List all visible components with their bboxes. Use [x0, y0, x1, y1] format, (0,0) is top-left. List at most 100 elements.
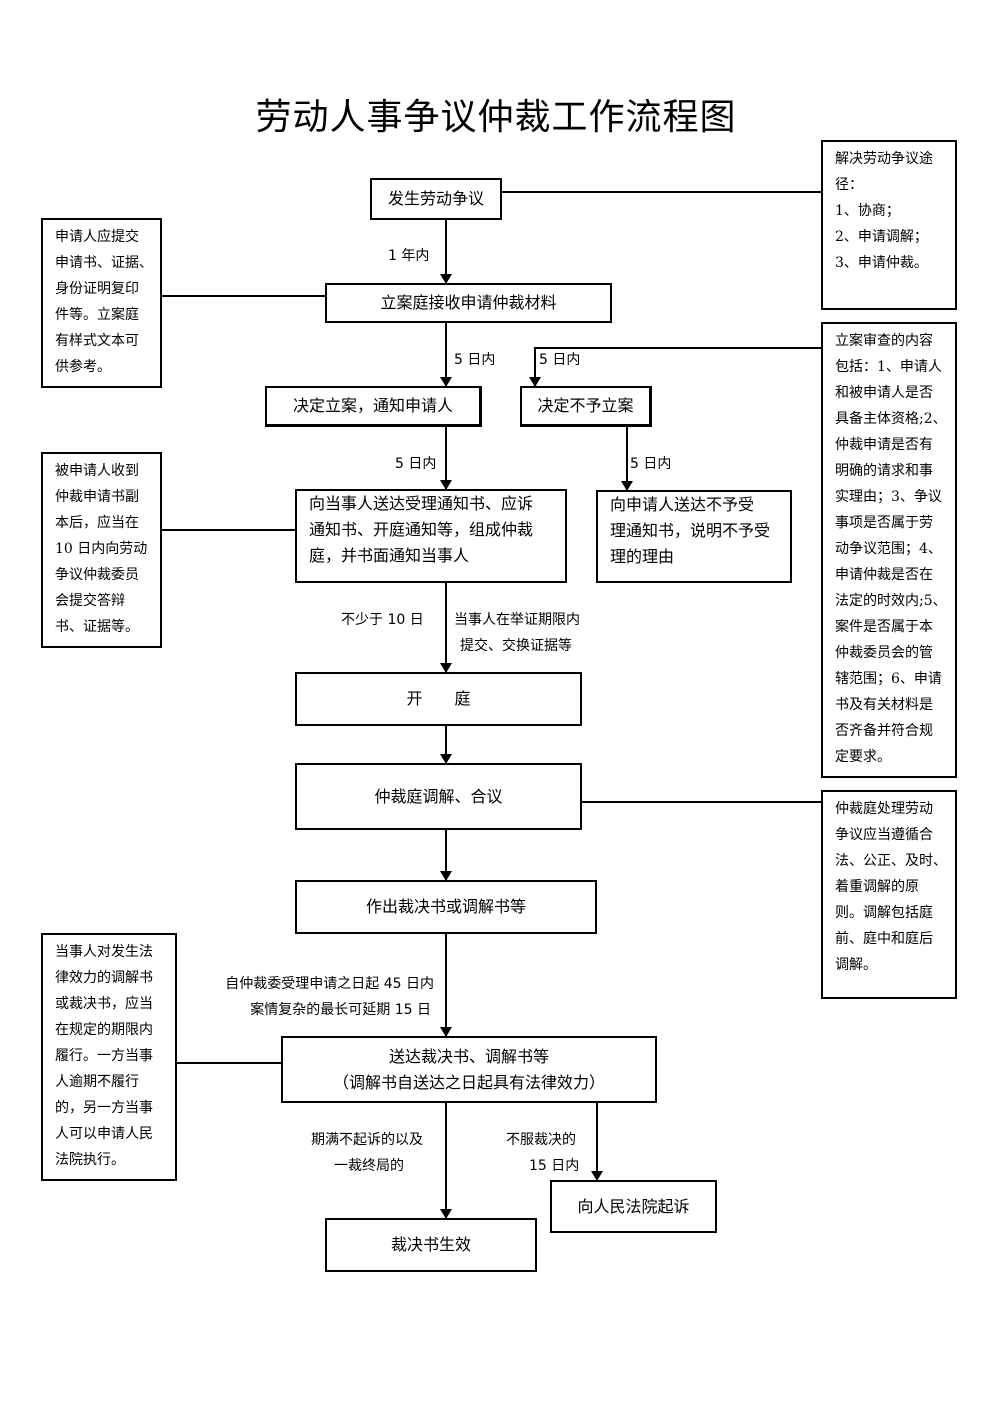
node-serve-line-2: 通知书、开庭通知等，组成仲裁 [309, 520, 534, 539]
node-effective-text: 裁决书生效 [390, 1235, 471, 1254]
note-line: 定要求。 [835, 749, 891, 765]
node-deliver-line-1: 送达裁决书、调解书等 [388, 1046, 549, 1066]
note-line: 动争议范围；4、 [835, 541, 942, 557]
note-line: 在规定的期限内 [55, 1022, 153, 1038]
note-line: 履行。一方当事 [55, 1048, 153, 1064]
node-award: 作出裁决书或调解书等 [295, 880, 597, 934]
label-five-days-notice: 5 日内 [630, 456, 672, 472]
note-filing-review: 立案审查的内容 包括：1、申请人 和被申请人是否 具备主体资格;2、 仲裁申请是… [821, 322, 957, 778]
node-effective: 裁决书生效 [325, 1218, 537, 1272]
note-line: 3、申请仲裁。 [835, 255, 928, 271]
note-line: 书、证据等。 [55, 619, 139, 635]
note-line: 法定的时效内;5、 [835, 593, 947, 609]
note-line: 本后，应当在 [55, 515, 139, 531]
node-reject-notice-line-1: 向申请人送达不予受 [610, 495, 755, 514]
label-disagree-line-1: 不服裁决的 [506, 1132, 576, 1148]
note-line: 有样式文本可 [55, 333, 139, 349]
node-accept: 决定立案，通知申请人 [265, 386, 482, 427]
note-line: 前、庭中和庭后 [835, 931, 933, 947]
note-line: 和被申请人是否 [835, 385, 933, 401]
note-line: 着重调解的原 [835, 879, 919, 895]
node-hearing: 开 庭 [295, 672, 582, 726]
label-no-suit-line-2: 一裁终局的 [334, 1158, 404, 1174]
label-deadline-line-2: 案情复杂的最长可延期 15 日 [250, 1002, 431, 1018]
note-line: 法、公正、及时、 [835, 853, 947, 869]
note-line: 径： [835, 177, 863, 193]
note-line: 案件是否属于本 [835, 619, 933, 635]
label-one-year: 1 年内 [388, 248, 430, 264]
node-reject-notice-line-3: 理的理由 [610, 547, 675, 566]
note-line: 申请仲裁是否在 [835, 567, 933, 583]
note-line: 争议应当遵循合 [835, 827, 933, 843]
note-performance: 当事人对发生法 律效力的调解书 或裁决书，应当 在规定的期限内 履行。一方当事 … [41, 933, 177, 1181]
note-line: 调解。 [835, 957, 877, 973]
note-tribunal-principles: 仲裁庭处理劳动 争议应当遵循合 法、公正、及时、 着重调解的原 则。调解包括庭 … [821, 790, 957, 999]
node-court: 向人民法院起诉 [550, 1180, 717, 1233]
node-serve-line-3: 庭，并书面通知当事人 [309, 546, 470, 565]
note-line: 会提交答辩 [55, 593, 125, 609]
note-line: 或裁决书，应当 [55, 996, 153, 1012]
note-line: 申请书、证据、 [55, 255, 153, 271]
node-award-text: 作出裁决书或调解书等 [365, 897, 526, 916]
note-line: 辖范围；6、申请 [835, 671, 942, 687]
note-line: 仲裁庭处理劳动 [835, 801, 933, 817]
note-line: 人逾期不履行 [55, 1074, 139, 1090]
note-line: 事项是否属于劳 [835, 515, 933, 531]
note-line: 1、协商； [835, 203, 900, 219]
note-line: 实理由；3、争议 [835, 489, 942, 505]
node-filing-text: 立案庭接收申请仲裁材料 [380, 293, 557, 312]
note-line: 10 日内向劳动 [55, 541, 148, 557]
note-line: 人可以申请人民 [55, 1126, 153, 1142]
note-line: 争议仲裁委员 [55, 567, 139, 583]
node-mediation-text: 仲裁庭调解、合议 [374, 786, 503, 806]
label-evidence-line-2: 提交、交换证据等 [460, 638, 572, 654]
note-resolution-ways: 解决劳动争议途 径： 1、协商； 2、申请调解； 3、申请仲裁。 [821, 140, 957, 310]
note-line: 则。调解包括庭 [835, 905, 933, 921]
note-line: 法院执行。 [55, 1152, 125, 1168]
label-five-days-serve: 5 日内 [395, 456, 437, 472]
note-line: 申请人应提交 [55, 229, 139, 245]
page-title: 劳动人事争议仲裁工作流程图 [255, 97, 737, 138]
note-line: 的，另一方当事 [55, 1100, 153, 1116]
note-line: 律效力的调解书 [55, 970, 153, 986]
note-line: 仲裁申请书副 [55, 489, 139, 505]
label-evidence-line-1: 当事人在举证期限内 [454, 612, 580, 628]
note-line: 明确的请求和事 [835, 463, 933, 479]
label-five-days-accept: 5 日内 [454, 352, 496, 368]
node-reject-notice: 向申请人送达不予受 理通知书，说明不予受 理的理由 [596, 490, 792, 583]
note-line: 仲裁申请是否有 [835, 437, 933, 453]
note-line: 被申请人收到 [55, 463, 139, 479]
note-respondent-reply: 被申请人收到 仲裁申请书副 本后，应当在 10 日内向劳动 争议仲裁委员 会提交… [41, 452, 162, 648]
note-line: 当事人对发生法 [55, 944, 153, 960]
note-line: 2、申请调解； [835, 229, 928, 245]
note-applicant-materials: 申请人应提交 申请书、证据、 身份证明复印 件等。立案庭 有样式文本可 供参考。 [41, 218, 162, 388]
node-deliver: 送达裁决书、调解书等 （调解书自送达之日起具有法律效力） [281, 1036, 657, 1103]
node-serve: 向当事人送达受理通知书、应诉 通知书、开庭通知等，组成仲裁 庭，并书面通知当事人 [295, 489, 567, 583]
label-not-less-10-days: 不少于 10 日 [341, 612, 424, 628]
note-line: 身份证明复印 [55, 281, 139, 297]
node-hearing-text: 开 庭 [406, 689, 471, 708]
node-dispute: 发生劳动争议 [370, 178, 502, 220]
note-line: 立案审查的内容 [835, 333, 933, 349]
note-line: 解决劳动争议途 [835, 151, 933, 167]
node-reject-text: 决定不予立案 [537, 396, 634, 415]
node-filing: 立案庭接收申请仲裁材料 [325, 283, 612, 323]
note-line: 供参考。 [55, 359, 111, 375]
node-dispute-text: 发生劳动争议 [387, 189, 484, 208]
note-line: 件等。立案庭 [55, 307, 139, 323]
node-accept-text: 决定立案，通知申请人 [292, 396, 453, 415]
node-reject-notice-line-2: 理通知书，说明不予受 [610, 521, 771, 540]
node-reject: 决定不予立案 [520, 386, 652, 427]
label-five-days-reject: 5 日内 [539, 352, 581, 368]
note-line: 否齐备并符合规 [835, 723, 933, 739]
note-line: 包括：1、申请人 [835, 359, 942, 375]
note-line: 书及有关材料是 [835, 697, 933, 713]
note-line: 具备主体资格;2、 [835, 411, 947, 427]
node-serve-line-1: 向当事人送达受理通知书、应诉 [309, 494, 534, 513]
node-mediation: 仲裁庭调解、合议 [295, 763, 582, 830]
note-line: 仲裁委员会的管 [835, 645, 933, 661]
label-deadline-line-1: 自仲裁委受理申请之日起 45 日内 [225, 976, 434, 992]
node-deliver-line-2: （调解书自送达之日起具有法律效力） [332, 1072, 605, 1092]
label-no-suit-line-1: 期满不起诉的以及 [311, 1132, 423, 1148]
